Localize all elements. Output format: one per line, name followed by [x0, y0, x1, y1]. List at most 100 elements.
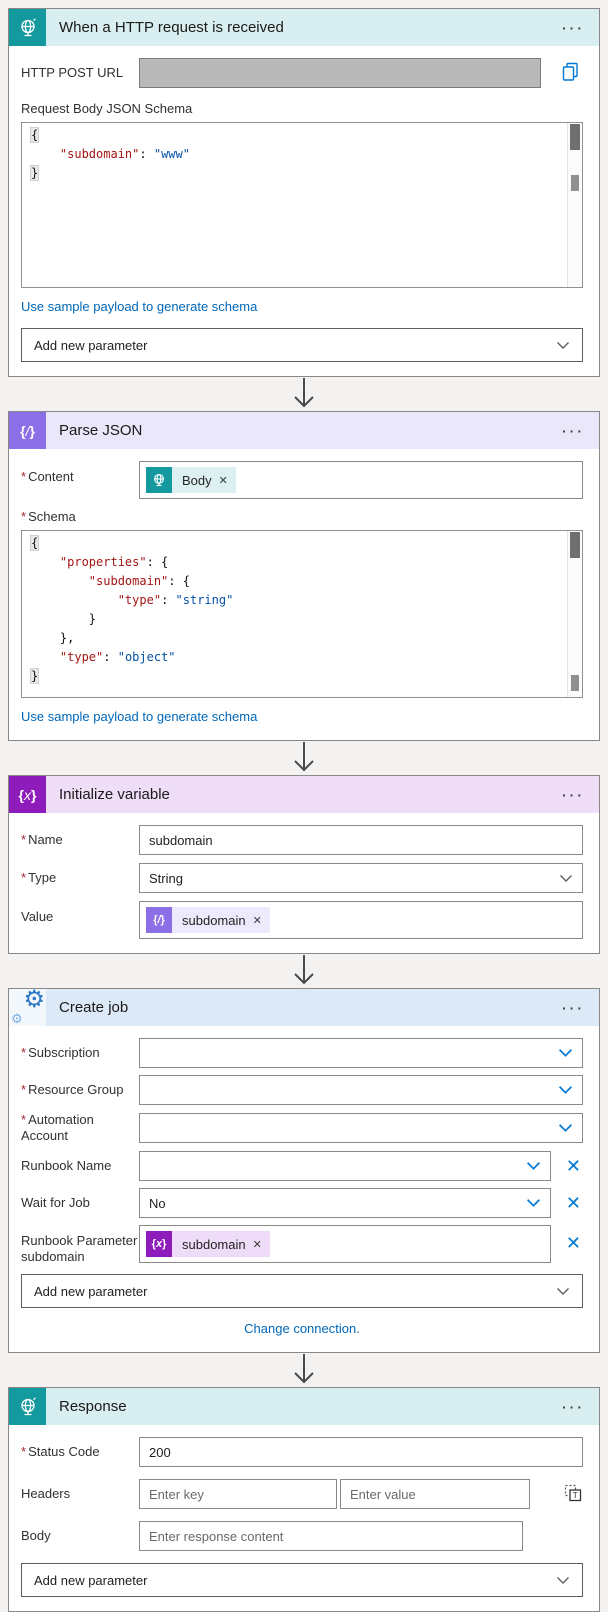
- card-menu-button[interactable]: ···: [548, 989, 599, 1026]
- token-label: subdomain: [182, 1236, 246, 1252]
- action-card-initialize-variable: {x} Initialize variable ··· *Name *Type …: [8, 775, 600, 954]
- add-new-parameter-dropdown[interactable]: Add new parameter: [21, 1563, 583, 1597]
- initialize-variable-card-header[interactable]: {x} Initialize variable ···: [9, 776, 599, 813]
- content-token-field[interactable]: Body ✕: [139, 461, 583, 499]
- card-title: When a HTTP request is received: [59, 19, 284, 36]
- status-code-input[interactable]: [139, 1437, 583, 1467]
- parse-json-card-header[interactable]: {/} Parse JSON ···: [9, 412, 599, 449]
- card-menu-button[interactable]: ···: [548, 412, 599, 449]
- chevron-down-icon: [526, 1159, 541, 1174]
- request-schema-code[interactable]: { "subdomain": "www"}: [29, 127, 190, 181]
- wait-for-job-label: Wait for Job: [21, 1195, 90, 1210]
- scrollbar-mark: [571, 175, 579, 191]
- remove-field-icon[interactable]: ✕: [565, 1233, 581, 1253]
- body-token-chip: Body ✕: [146, 467, 236, 493]
- token-label: subdomain: [182, 912, 246, 928]
- remove-field-icon[interactable]: ✕: [565, 1193, 581, 1213]
- flow-connector-arrow: [8, 1353, 600, 1387]
- chevron-down-icon: [556, 1573, 570, 1588]
- card-title: Response: [59, 1398, 127, 1415]
- flow-connector-arrow: [8, 377, 600, 411]
- add-new-parameter-dropdown[interactable]: Add new parameter: [21, 1274, 583, 1308]
- remove-token-icon[interactable]: ✕: [253, 914, 270, 927]
- headers-label: Headers: [21, 1486, 71, 1501]
- card-menu-button[interactable]: ···: [548, 9, 599, 46]
- flow-connector-arrow: [8, 954, 600, 988]
- runbook-name-dropdown[interactable]: [139, 1151, 551, 1181]
- chevron-down-icon: [559, 871, 573, 886]
- editor-scrollbar[interactable]: [567, 123, 582, 287]
- runbook-parameter-label: Runbook Parameter subdomain: [21, 1233, 138, 1264]
- http-request-icon: [146, 467, 172, 493]
- wait-for-job-row: Wait for Job No ✕: [21, 1188, 583, 1218]
- body-label: Body: [21, 1528, 51, 1543]
- name-label: *Name: [21, 832, 63, 847]
- change-connection-link[interactable]: Change connection.: [244, 1321, 360, 1336]
- subdomain-token-chip: {/} subdomain ✕: [146, 907, 270, 933]
- parse-json-icon: {/}: [146, 907, 172, 933]
- name-row: *Name: [21, 825, 583, 855]
- remove-token-icon[interactable]: ✕: [219, 474, 236, 487]
- runbook-name-label: Runbook Name: [21, 1158, 112, 1173]
- parse-schema-code[interactable]: { "properties": { "subdomain": { "type":…: [29, 535, 234, 684]
- chevron-down-icon: [558, 1046, 573, 1061]
- editor-scrollbar[interactable]: [567, 531, 582, 697]
- resource-group-row: *Resource Group: [21, 1075, 583, 1105]
- request-schema-editor: { "subdomain": "www"}: [21, 122, 583, 288]
- trigger-card-header[interactable]: When a HTTP request is received ···: [9, 9, 599, 46]
- http-post-url-value-box: [139, 58, 541, 88]
- copy-url-icon[interactable]: [558, 61, 583, 85]
- chevron-down-icon: [556, 1284, 570, 1299]
- variable-type-dropdown[interactable]: String: [139, 863, 583, 893]
- card-title: Create job: [59, 999, 129, 1016]
- value-token-field[interactable]: {/} subdomain ✕: [139, 901, 583, 939]
- add-new-parameter-label: Add new parameter: [34, 337, 148, 353]
- use-sample-payload-link[interactable]: Use sample payload to generate schema: [21, 299, 258, 314]
- runbook-name-row: Runbook Name ✕: [21, 1151, 583, 1181]
- selected-type: String: [149, 870, 183, 886]
- flow-connector-arrow: [8, 741, 600, 775]
- variable-name-input[interactable]: [139, 825, 583, 855]
- http-post-url-row: HTTP POST URL: [21, 58, 583, 88]
- card-menu-button[interactable]: ···: [548, 776, 599, 813]
- chevron-down-icon: [556, 338, 570, 353]
- subscription-label: *Subscription: [21, 1045, 100, 1060]
- subdomain-variable-token-chip: {x} subdomain ✕: [146, 1231, 270, 1257]
- use-sample-payload-link[interactable]: Use sample payload to generate schema: [21, 709, 258, 724]
- variable-icon: {x}: [9, 776, 46, 813]
- parse-json-icon: {/}: [9, 412, 46, 449]
- resource-group-label: *Resource Group: [21, 1082, 124, 1097]
- runbook-parameter-token-field[interactable]: {x} subdomain ✕: [139, 1225, 551, 1263]
- switch-to-text-mode-icon[interactable]: T: [563, 1483, 583, 1506]
- remove-field-icon[interactable]: ✕: [565, 1156, 581, 1176]
- action-card-create-job: ⚙⚙ Create job ··· *Subscription *Resourc…: [8, 988, 600, 1353]
- chevron-down-icon: [526, 1196, 541, 1211]
- selected-wait-for-job: No: [149, 1195, 166, 1211]
- svg-text:T: T: [573, 1490, 578, 1500]
- scrollbar-thumb[interactable]: [570, 532, 580, 558]
- http-request-icon: [9, 9, 46, 46]
- header-value-input[interactable]: [340, 1479, 530, 1509]
- card-menu-button[interactable]: ···: [548, 1388, 599, 1425]
- value-row: Value {/} subdomain ✕: [21, 901, 583, 939]
- response-body-input[interactable]: [139, 1521, 523, 1551]
- add-new-parameter-label: Add new parameter: [34, 1572, 148, 1588]
- subscription-dropdown[interactable]: [139, 1038, 583, 1068]
- response-card-header[interactable]: Response ···: [9, 1388, 599, 1425]
- remove-token-icon[interactable]: ✕: [253, 1238, 270, 1251]
- chevron-down-icon: [558, 1121, 573, 1136]
- content-row: *Content Body ✕: [21, 461, 583, 499]
- type-label: *Type: [21, 870, 57, 885]
- add-new-parameter-label: Add new parameter: [34, 1283, 148, 1299]
- headers-row: Headers T: [21, 1479, 583, 1509]
- resource-group-dropdown[interactable]: [139, 1075, 583, 1105]
- create-job-card-header[interactable]: ⚙⚙ Create job ···: [9, 988, 599, 1026]
- body-row: Body: [21, 1521, 583, 1551]
- http-post-url-label: HTTP POST URL: [21, 65, 124, 80]
- add-new-parameter-dropdown[interactable]: Add new parameter: [21, 328, 583, 362]
- trigger-card-http-request: When a HTTP request is received ··· HTTP…: [8, 8, 600, 377]
- header-key-input[interactable]: [139, 1479, 337, 1509]
- automation-account-dropdown[interactable]: [139, 1113, 583, 1143]
- wait-for-job-dropdown[interactable]: No: [139, 1188, 551, 1218]
- scrollbar-thumb[interactable]: [570, 124, 580, 150]
